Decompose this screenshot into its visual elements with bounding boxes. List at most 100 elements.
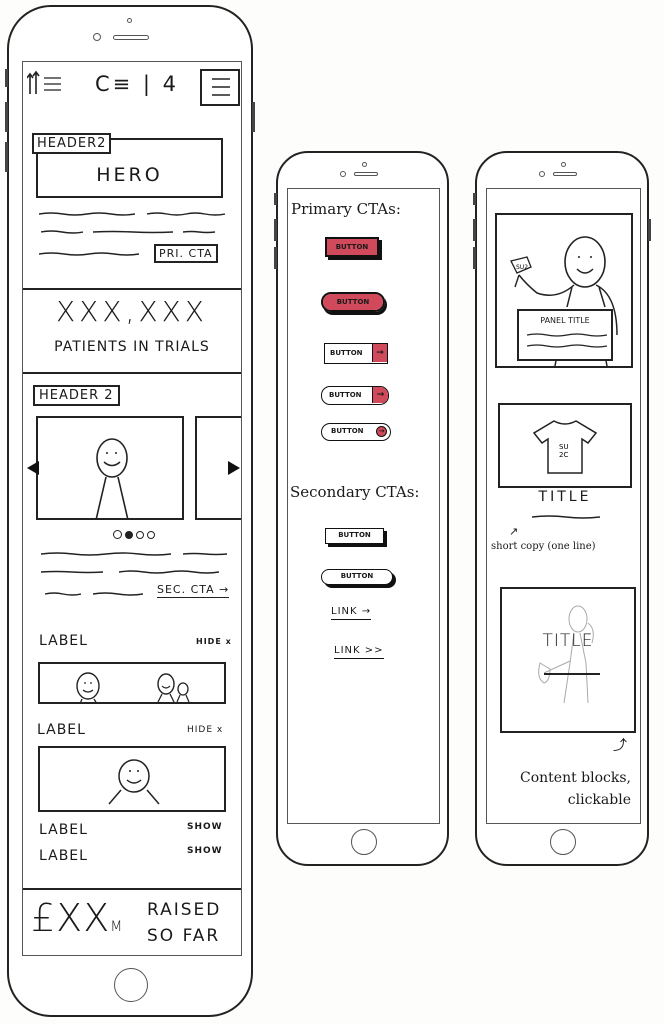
front-camera — [561, 162, 566, 167]
secondary-ctas-heading: Secondary CTAs: — [290, 483, 420, 501]
annotation-content-blocks: Content blocks, clickable — [520, 770, 631, 808]
screen-cta-styles: Primary CTAs: BUTTON BUTTON BUTTON → BUT… — [287, 188, 440, 824]
stat-label: PATIENTS IN TRIALS — [54, 339, 210, 355]
pagination-dot-active[interactable] — [125, 531, 133, 539]
button-label: BUTTON — [331, 427, 364, 435]
body-copy-line — [183, 230, 215, 234]
accordion-label: LABEL — [37, 722, 86, 738]
volume-down-button — [473, 247, 476, 269]
text-link-double-chevron[interactable]: LINK >> — [334, 645, 384, 659]
power-button — [648, 219, 651, 241]
secondary-button-rect[interactable]: BUTTON — [325, 528, 384, 544]
button-label: BUTTON — [330, 349, 363, 357]
top-nav: C≡ | 4 — [23, 62, 241, 107]
pagination-dot[interactable] — [136, 531, 144, 539]
pagination-dot[interactable] — [113, 530, 122, 539]
hamburger-menu-icon[interactable] — [200, 69, 240, 106]
button-label: BUTTON — [336, 298, 370, 306]
body-copy-line — [147, 212, 225, 216]
front-camera — [127, 18, 132, 23]
pagination-dot[interactable] — [147, 531, 155, 539]
header2-tag: HEADER2 — [32, 133, 112, 154]
raised-amount: £XXM — [31, 896, 123, 940]
speaker-grille — [113, 35, 149, 40]
content-block-tshirt[interactable]: SU 2C — [498, 403, 632, 488]
content-block-image-title[interactable]: TITLE — [500, 587, 636, 733]
secondary-cta-link[interactable]: SEC. CTA → — [157, 583, 230, 598]
sensor — [539, 171, 545, 177]
hero-title: HERO — [96, 164, 163, 186]
annotation-arrow-icon: ↗ — [509, 525, 519, 538]
primary-button-pill[interactable]: BUTTON — [321, 292, 385, 312]
secondary-button-pill[interactable]: BUTTON — [321, 569, 393, 585]
carousel-pagination — [113, 528, 163, 540]
speaker-grille — [553, 172, 577, 176]
app-title: C≡ | 4 — [95, 72, 180, 96]
accordion-panel-image — [38, 662, 226, 704]
block-title: TITLE — [538, 489, 592, 505]
svg-text:SU2: SU2 — [516, 264, 528, 271]
body-copy-line — [39, 212, 135, 216]
accordion-hide-toggle[interactable]: HIDE x — [187, 725, 224, 735]
button-label: BUTTON — [338, 531, 371, 539]
raised-amount-unit: M — [110, 919, 124, 935]
title-underline — [544, 673, 600, 675]
person-illustration — [82, 434, 142, 520]
home-button[interactable] — [114, 968, 148, 1002]
annotation-arrow-icon: ⤴ — [613, 738, 627, 754]
raised-label-line1: RAISED — [147, 900, 222, 920]
stat-value: XXX,XXX — [56, 295, 208, 328]
accordion-show-toggle[interactable]: SHOW — [187, 846, 223, 856]
block-title: TITLE — [542, 631, 594, 651]
arrows-up-logo-icon[interactable] — [26, 70, 71, 96]
primary-button-pill-arrow[interactable]: BUTTON → — [321, 386, 389, 405]
volume-up-button — [274, 219, 277, 241]
hero-banner[interactable]: HERO — [36, 138, 223, 198]
home-button[interactable] — [351, 829, 377, 855]
body-copy-line — [119, 570, 219, 574]
accordion-hide-toggle[interactable]: HIDE x — [196, 637, 232, 646]
body-copy-line — [41, 552, 171, 556]
body-copy-line — [39, 252, 139, 256]
section-divider — [23, 888, 241, 890]
arrow-right-icon: → — [372, 344, 387, 362]
content-block-panel[interactable]: SU2 PANEL TITLE — [495, 213, 633, 368]
text-link-arrow[interactable]: LINK → — [331, 606, 372, 620]
screen-homepage: C≡ | 4 HERO HEADER2 PRI. CTA XXX,XXX PAT… — [22, 61, 242, 956]
triangle-right-icon[interactable] — [228, 461, 240, 475]
primary-cta-button[interactable]: PRI. CTA — [154, 244, 218, 263]
button-label: BUTTON — [340, 572, 374, 580]
volume-down-button — [274, 247, 277, 269]
home-button[interactable] — [550, 829, 576, 855]
phone-mockup-cta-styles: Primary CTAs: BUTTON BUTTON BUTTON → BUT… — [274, 151, 449, 866]
body-copy-line — [41, 230, 83, 234]
carousel-next-slide-peek[interactable] — [195, 416, 241, 520]
volume-up-button — [5, 102, 8, 132]
section-divider — [23, 372, 241, 374]
button-label: BUTTON — [329, 391, 362, 399]
accordion-label: LABEL — [39, 633, 88, 649]
button-label: BUTTON — [335, 243, 369, 251]
primary-ctas-heading: Primary CTAs: — [291, 200, 401, 218]
primary-button-pill-circle-arrow[interactable]: BUTTON → — [321, 423, 391, 441]
body-copy-line — [93, 230, 173, 234]
primary-button-rect-arrow[interactable]: BUTTON → — [324, 343, 388, 364]
circle-arrow-icon: → — [376, 426, 387, 437]
speaker-grille — [354, 172, 378, 176]
power-button — [252, 102, 255, 132]
short-copy-line — [532, 515, 600, 519]
raised-label-line2: SO FAR — [147, 926, 221, 946]
accordion-panel-image — [38, 746, 226, 812]
accordion-label: LABEL — [39, 848, 88, 864]
accordion-show-toggle[interactable]: SHOW — [187, 822, 223, 832]
body-copy-line — [41, 570, 103, 574]
panel-copy-line — [527, 344, 607, 348]
mute-switch — [5, 69, 8, 87]
triangle-left-icon[interactable] — [27, 461, 39, 475]
primary-button-rect[interactable]: BUTTON — [325, 237, 379, 257]
svg-text:SU: SU — [559, 443, 569, 451]
volume-down-button — [5, 142, 8, 172]
body-copy-line — [93, 592, 143, 596]
front-camera — [362, 162, 367, 167]
carousel-slide[interactable] — [36, 416, 184, 520]
